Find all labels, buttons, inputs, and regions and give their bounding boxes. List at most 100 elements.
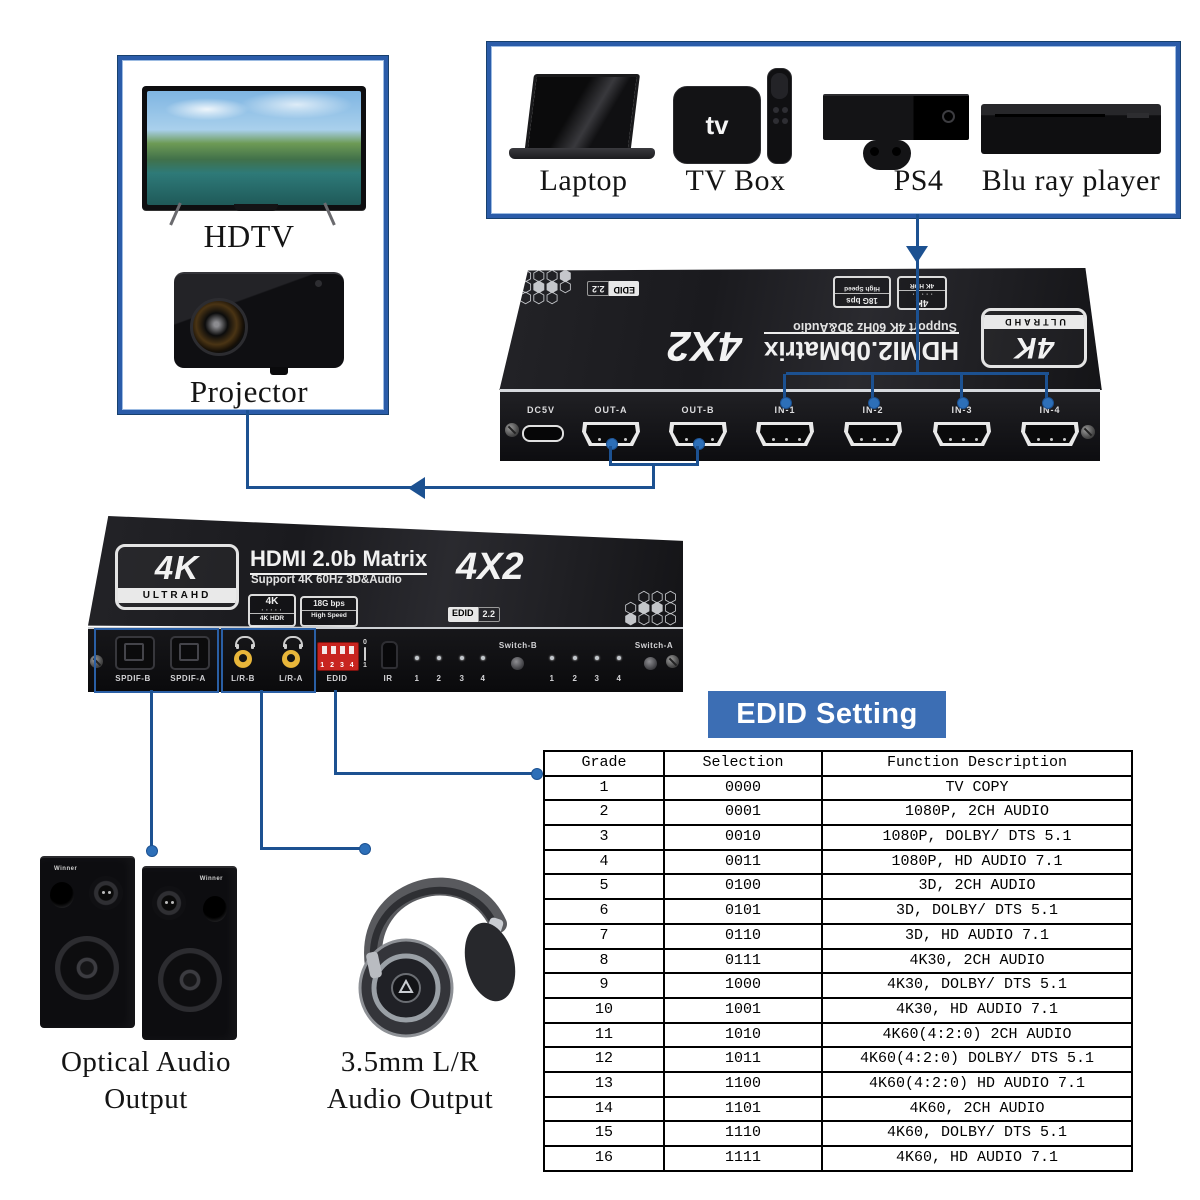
- switch-a-knob: [644, 657, 657, 670]
- table-cell: 0000: [665, 776, 823, 800]
- table-cell: 2: [545, 801, 665, 825]
- speaker-woofer: [55, 936, 119, 1000]
- device-subtitle: Support 4K 60Hz 3D&Audio: [251, 574, 402, 586]
- led-label: 1: [549, 674, 555, 683]
- optical-ports-outline: [94, 628, 219, 693]
- table-cell: 1110: [665, 1122, 823, 1145]
- table-cell: 12: [545, 1048, 665, 1071]
- ir-label: IR: [383, 674, 393, 683]
- connection-line-out-b: [696, 446, 699, 465]
- connector-dot: [359, 843, 371, 855]
- game-controller-image: [863, 140, 911, 170]
- optical-output-label: Optical Audio Output: [60, 1046, 231, 1116]
- lr-b-label: L/R-B: [231, 674, 255, 683]
- connector-dot: [693, 438, 705, 450]
- device-model: 4X2: [667, 323, 742, 370]
- table-cell: 13: [545, 1072, 665, 1096]
- analog-output-label: 3.5mm L/R Audio Output: [326, 1046, 494, 1116]
- hdmi-port-in-4: [1021, 422, 1079, 446]
- speaker-right-image: Winner: [142, 866, 237, 1040]
- projector-foot: [270, 367, 288, 375]
- led-indicator: [437, 656, 441, 660]
- device-title: HDMI2.0bMatrix: [763, 332, 959, 366]
- table-cell: 3D, 2CH AUDIO: [918, 877, 1036, 895]
- source-label-laptop: Laptop: [539, 164, 628, 197]
- spdif-a-port: [170, 636, 210, 670]
- table-cell: 4K30, HD AUDIO 7.1: [895, 1000, 1059, 1018]
- hdtv-image: [142, 86, 366, 226]
- source-label-ps4: PS4: [893, 164, 944, 197]
- led-indicator: [460, 656, 464, 660]
- connection-line-to-displays: [246, 486, 655, 489]
- in-4-label: IN-4: [1039, 405, 1061, 415]
- column-header-selection: Selection: [665, 752, 823, 775]
- connector-dot: [957, 397, 969, 409]
- table-cell: 0010: [665, 826, 823, 849]
- table-cell: 1001: [665, 998, 823, 1022]
- 4k-hdr-badge: 4K 4K HDR: [897, 276, 947, 310]
- 4k-hdr-badge: 4K 4K HDR: [248, 594, 296, 627]
- table-cell: 1080P, HD AUDIO 7.1: [891, 852, 1063, 870]
- hdtv-stand: [234, 204, 278, 211]
- table-cell: 0011: [665, 850, 823, 874]
- speaker-woofer: [158, 948, 222, 1012]
- laptop-base: [509, 148, 655, 159]
- in-2-label: IN-2: [862, 405, 884, 415]
- table-cell: 7: [545, 924, 665, 948]
- ps4-image: [823, 94, 969, 140]
- displays-panel: HDTV Projector: [118, 56, 388, 414]
- table-cell: 1100: [665, 1072, 823, 1096]
- led-indicator: [595, 656, 599, 660]
- projector-lens: [190, 298, 248, 356]
- tv-box-image: tv: [673, 86, 761, 164]
- laptop-image: [523, 74, 641, 156]
- connection-line-edid: [334, 690, 337, 775]
- connection-line-displays-drop: [246, 410, 249, 489]
- spdif-b-port: [115, 636, 155, 670]
- table-cell: 4K60, HD AUDIO 7.1: [895, 1149, 1059, 1166]
- table-cell: 1: [545, 776, 665, 800]
- hdmi-port-in-1: [756, 422, 814, 446]
- table-cell: 0101: [665, 900, 823, 923]
- speaker-tweeter: [152, 886, 186, 920]
- connection-line-sources: [916, 214, 919, 374]
- honeycomb-pattern: [624, 592, 675, 625]
- ir-port: [381, 641, 398, 669]
- screw-icon: [90, 655, 103, 668]
- table-cell: 0100: [665, 875, 823, 899]
- apple-tv-logo: tv: [705, 109, 729, 140]
- table-cell: 1011: [665, 1048, 823, 1071]
- table-header-row: Grade Selection Function Description: [545, 752, 1131, 777]
- 4k-ultrahd-logo: 4K ULTRAHD: [981, 308, 1087, 368]
- matrix-front-top-face: 4K ULTRAHD HDMI 2.0b Matrix Support 4K 6…: [88, 516, 683, 629]
- table-cell: 0111: [665, 949, 823, 973]
- screw-icon: [666, 655, 679, 668]
- connection-bracket-inputs: [786, 372, 1049, 375]
- connection-line-in3: [960, 374, 963, 399]
- switch-b-label: Switch-B: [498, 641, 538, 650]
- headphone-icon: [235, 636, 255, 649]
- hdmi-port-in-2: [844, 422, 902, 446]
- table-cell: 15: [545, 1122, 665, 1145]
- table-cell: 4K60(4:2:0) 2CH AUDIO: [882, 1025, 1072, 1043]
- lr-a-label: L/R-A: [279, 674, 303, 683]
- matrix-rear-print: 4K ULTRAHD HDMI2.0bMatrix Support 4K 60H…: [521, 274, 1087, 382]
- hdmi-port-in-3: [933, 422, 991, 446]
- column-header-grade: Grade: [545, 752, 665, 775]
- led-label: 2: [572, 674, 578, 683]
- led-indicator: [617, 656, 621, 660]
- matrix-front-port-strip: SPDIF-B SPDIF-A L/R-B L/R-A 1 2 3 4 0 1 …: [88, 627, 683, 692]
- dip-scale: 0 1: [363, 639, 367, 669]
- bluray-image: [981, 104, 1161, 154]
